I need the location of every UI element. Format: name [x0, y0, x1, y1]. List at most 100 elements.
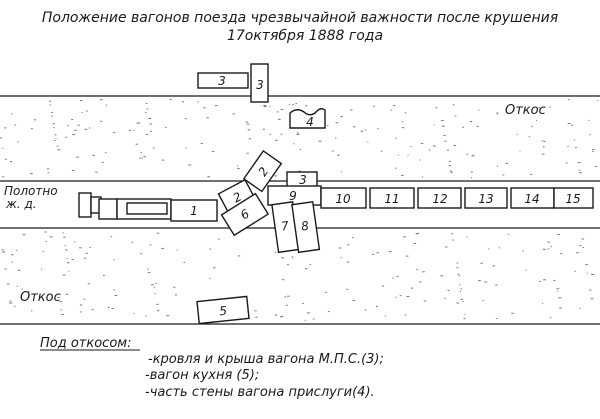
ballast-dot [217, 238, 220, 240]
ballast-dot [449, 170, 452, 172]
ballast-dot [576, 252, 579, 254]
ballast-dot [287, 295, 290, 297]
ballast-dot [464, 313, 466, 315]
car-14: 14 [510, 187, 555, 209]
ballast-dot [589, 289, 592, 291]
ballast-dot [181, 101, 184, 103]
ballast-dot [495, 284, 498, 286]
ballast-dot [299, 149, 302, 150]
ballast-dot [65, 293, 69, 295]
ballast-dot [405, 255, 409, 257]
ballast-dot [495, 318, 498, 320]
car-13: 13 [464, 187, 508, 209]
ballast-dot [381, 285, 385, 287]
legend-item-3: -часть стены вагона прислуги(4). [145, 385, 375, 400]
ballast-dot [582, 247, 584, 248]
ballast-dot [547, 241, 550, 243]
ballast-dot [200, 143, 203, 144]
ballast-dot [140, 152, 142, 154]
ballast-dot [462, 126, 464, 128]
ballast-dot [2, 176, 5, 178]
debris-4-number: 4 [306, 115, 314, 129]
ballast-dot [553, 279, 556, 281]
ballast-dot [364, 129, 367, 131]
ballast-dot [87, 283, 90, 285]
ballast-dot [157, 310, 160, 312]
ballast-dot [567, 146, 569, 148]
ballast-dot [292, 257, 294, 259]
ballast-dot [133, 129, 135, 131]
ballast-dot [49, 236, 53, 238]
ballast-dot [492, 265, 495, 267]
ballast-dot [148, 118, 152, 119]
ballast-dot [238, 255, 241, 257]
ballast-dot [304, 319, 306, 321]
ballast-dot [399, 295, 402, 297]
ballast-dot [590, 298, 594, 300]
ballast-dot [567, 123, 571, 124]
debris-4: 4 [289, 108, 326, 129]
ballast-dot [176, 249, 178, 251]
ballast-dot [246, 152, 249, 154]
legend-heading: Под откосом: [40, 336, 131, 351]
ballast-dot [174, 294, 177, 296]
ballast-dot [547, 248, 550, 250]
ballast-dot [274, 251, 276, 253]
ballast-dot [114, 294, 118, 296]
ballast-dot [484, 281, 488, 283]
ballast-dot [149, 123, 153, 125]
ballast-dot [232, 113, 235, 115]
ballast-dot [146, 108, 149, 110]
ballast-dot [571, 124, 574, 126]
ballast-dot [407, 154, 409, 156]
ballast-dot [91, 308, 94, 310]
ballast-dot [530, 173, 533, 175]
ballast-dot [476, 126, 479, 127]
ballast-dot [245, 121, 249, 123]
ballast-dot [543, 279, 546, 281]
ballast-dot [376, 252, 379, 254]
ballast-dot [312, 318, 315, 320]
ballast-dot [148, 272, 151, 273]
ballast-dot [415, 233, 418, 235]
ballast-dot [448, 160, 451, 162]
ballast-dot [62, 232, 64, 234]
ballast-dot [263, 105, 267, 106]
ballast-dot [63, 236, 66, 238]
ballast-dot [454, 115, 457, 117]
embankment-bottom-label: Откос [20, 290, 61, 305]
ballast-dot [305, 105, 308, 107]
ballast-dot [47, 168, 50, 170]
ballast-dot [307, 312, 310, 314]
ballast-dot [456, 302, 459, 304]
ballast-dot [9, 302, 11, 304]
ballast-dot [145, 134, 148, 135]
ballast-dot [136, 122, 139, 124]
ballast-dot [66, 258, 68, 259]
ballast-dot [519, 150, 521, 152]
ballast-dot [388, 251, 392, 253]
ballast-dot [384, 315, 386, 317]
ballast-dot [77, 124, 80, 126]
ballast-dot [291, 256, 293, 258]
ballast-dot [100, 120, 103, 122]
ballast-dot [6, 283, 10, 285]
ballast-dot [104, 152, 107, 154]
car-12: 12 [417, 187, 462, 209]
ballast-dot [31, 310, 33, 312]
ballast-dot [557, 234, 560, 235]
ballast-dot [433, 124, 435, 126]
ballast-dot [79, 304, 83, 306]
ballast-dot [579, 245, 582, 247]
ballast-dot [21, 288, 23, 290]
ballast-dot [419, 281, 422, 283]
ballast-dot [17, 141, 19, 143]
ballast-dot [274, 314, 278, 316]
ballast-dot [47, 172, 50, 174]
ballast-dot [263, 106, 267, 108]
ballast-dot [44, 231, 47, 233]
car-7-number: 7 [280, 219, 290, 234]
ballast-dot [410, 146, 412, 147]
ballast-dot [71, 259, 74, 260]
ballast-dot [169, 99, 172, 100]
